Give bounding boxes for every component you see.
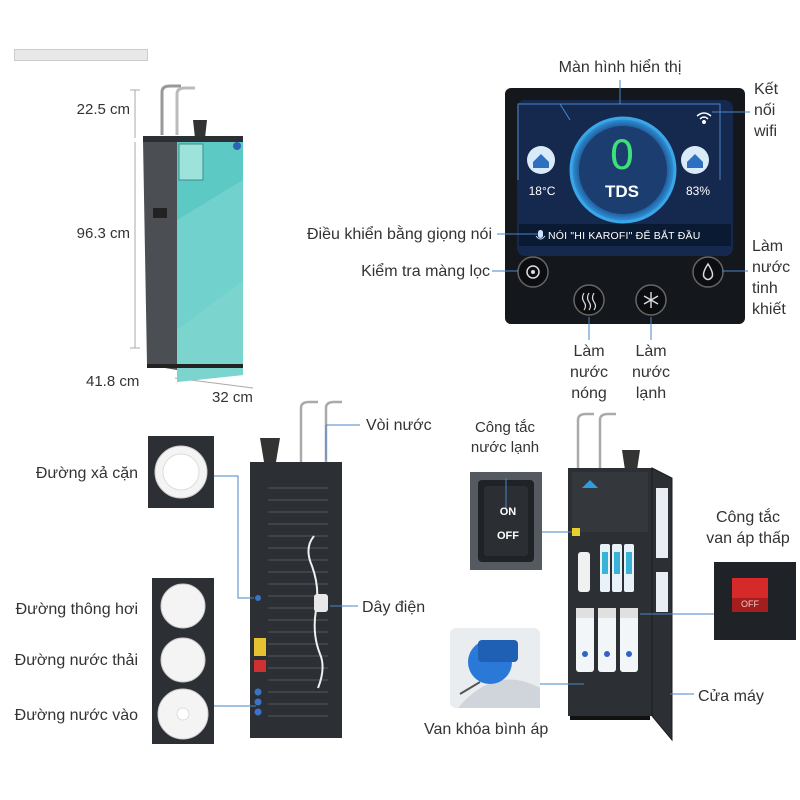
callout-cold-switch-1: Công tắc xyxy=(474,419,536,436)
callout-cold-2: nước xyxy=(631,364,671,381)
width-label: 32 cm xyxy=(212,389,253,406)
height-body-label: 96.3 cm xyxy=(76,225,130,242)
callout-wifi-2: nối xyxy=(754,102,776,119)
callout-pure-2: nước xyxy=(752,259,791,276)
callout-cold-1: Làm xyxy=(635,343,667,360)
voice-prompt-text: NÓI "HI KAROFI" ĐỂ BẮT ĐẦU xyxy=(548,230,701,242)
callout-faucet: Vòi nước xyxy=(366,417,432,434)
callout-cold-switch-2: nước lạnh xyxy=(470,439,540,456)
callout-door: Cửa máy xyxy=(698,688,764,705)
callout-drain: Đường xả cặn xyxy=(35,465,138,482)
callout-tank-valve: Van khóa bình áp xyxy=(424,721,549,738)
low-pressure-off-label: OFF xyxy=(741,599,759,609)
temperature-readout: 18°C xyxy=(528,184,556,198)
callout-pure-4: khiết xyxy=(752,301,786,318)
top-banner-stub xyxy=(14,49,148,61)
callout-pure-3: tinh xyxy=(752,280,778,297)
callout-pure-1: Làm xyxy=(752,238,784,255)
open-cabinet-view xyxy=(568,412,673,742)
callout-wifi-3: wifi xyxy=(754,123,778,140)
depth-label: 41.8 cm xyxy=(86,373,140,390)
callout-hot-2: nước xyxy=(569,364,609,381)
callout-vent: Đường thông hơi xyxy=(15,601,138,618)
microphone-icon xyxy=(535,230,546,240)
callout-inlet: Đường nước vào xyxy=(14,707,138,724)
callout-power: Dây điện xyxy=(362,599,426,616)
callout-hot-3: nóng xyxy=(571,385,607,402)
tds-label: TDS xyxy=(605,182,639,201)
back-cabinet-view xyxy=(250,400,342,738)
callout-filter-check: Kiểm tra màng lọc xyxy=(361,263,490,280)
callout-voice: Điều khiển bằng giọng nói xyxy=(306,226,492,243)
callout-low-pressure-2: van áp thấp xyxy=(706,530,790,547)
drain-port-inset xyxy=(148,436,214,508)
control-panel xyxy=(505,88,745,324)
front-cabinet-view xyxy=(130,84,254,389)
back-ports-inset xyxy=(152,578,214,744)
humidity-home-icon xyxy=(681,146,709,174)
callout-hot-1: Làm xyxy=(573,343,605,360)
hot-water-button[interactable] xyxy=(573,284,605,316)
tank-valve-inset xyxy=(450,628,540,708)
cold-switch-off-label: OFF xyxy=(497,530,519,542)
callout-cold-3: lạnh xyxy=(635,385,667,402)
tds-value: 0 xyxy=(609,133,635,179)
filter-check-button[interactable] xyxy=(517,256,549,288)
humidity-readout: 83% xyxy=(685,184,711,198)
callout-wifi-1: Kết xyxy=(754,81,779,98)
wifi-icon xyxy=(696,112,712,124)
pure-water-button[interactable] xyxy=(692,256,724,288)
temperature-home-icon xyxy=(527,146,555,174)
cold-switch-on-label: ON xyxy=(499,506,517,518)
cold-water-button[interactable] xyxy=(635,284,667,316)
callout-waste: Đường nước thải xyxy=(14,652,138,669)
low-pressure-switch-inset xyxy=(714,562,796,640)
callout-low-pressure-1: Công tắc xyxy=(715,509,781,526)
callout-display: Màn hình hiển thị xyxy=(558,59,682,76)
height-top-label: 22.5 cm xyxy=(76,101,130,118)
cold-switch-inset xyxy=(470,472,542,570)
